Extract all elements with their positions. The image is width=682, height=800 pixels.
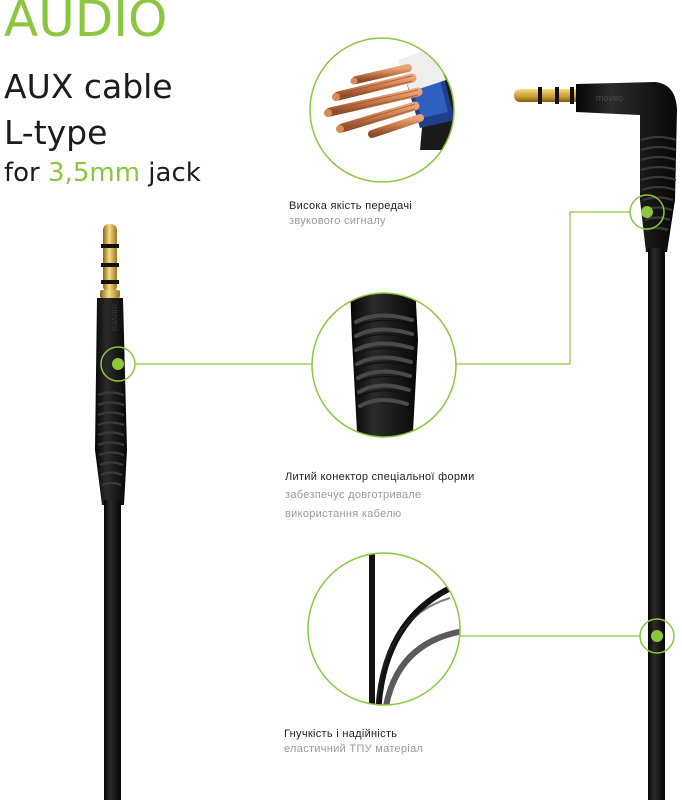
molded-connector-closeup xyxy=(311,292,457,438)
feature-title: Гнучкість і надійність xyxy=(284,728,398,740)
copper-wires-closeup xyxy=(309,37,455,183)
feature-subtitle: звукового сигналу xyxy=(289,215,386,227)
feature-title: Литий конектор спеціальної форми xyxy=(285,471,475,483)
feature-caption-3: Гнучкість і надійність еластичний ТПУ ма… xyxy=(284,728,423,759)
product-name-line3: for 3,5mm jack xyxy=(4,160,201,186)
category-title: AUDIO xyxy=(4,0,168,48)
l-type-jack-plug xyxy=(514,82,677,800)
jack-size-highlight: 3,5mm xyxy=(48,158,141,188)
feature-subtitle: еластичний ТПУ матеріал xyxy=(284,743,424,755)
feature-caption-2: Литий конектор спеціальної форми забезпе… xyxy=(285,471,475,524)
flexible-cable-closeup xyxy=(307,552,461,706)
brand-engraving-left: moveo xyxy=(110,304,120,331)
feature-caption-1: Висока якість передачі звукового сигналу xyxy=(289,200,412,231)
line3-suffix: jack xyxy=(148,158,201,188)
marker-dot-right-bottom xyxy=(639,618,675,654)
feature-title: Висока якість передачі xyxy=(289,200,413,212)
product-name-line1: AUX cable xyxy=(4,67,173,106)
marker-dot-left xyxy=(100,346,136,382)
line3-prefix: for xyxy=(4,158,40,188)
straight-jack-plug xyxy=(95,224,127,800)
marker-dot-right-top xyxy=(629,194,665,230)
product-name-line2: L-type xyxy=(4,113,108,152)
feature-subtitle-line1: забезпечує довготривале xyxy=(285,489,422,501)
brand-engraving-right: moveo xyxy=(596,93,623,103)
callout-lines xyxy=(136,211,640,637)
feature-subtitle-line2: використання кабелю xyxy=(285,508,402,520)
